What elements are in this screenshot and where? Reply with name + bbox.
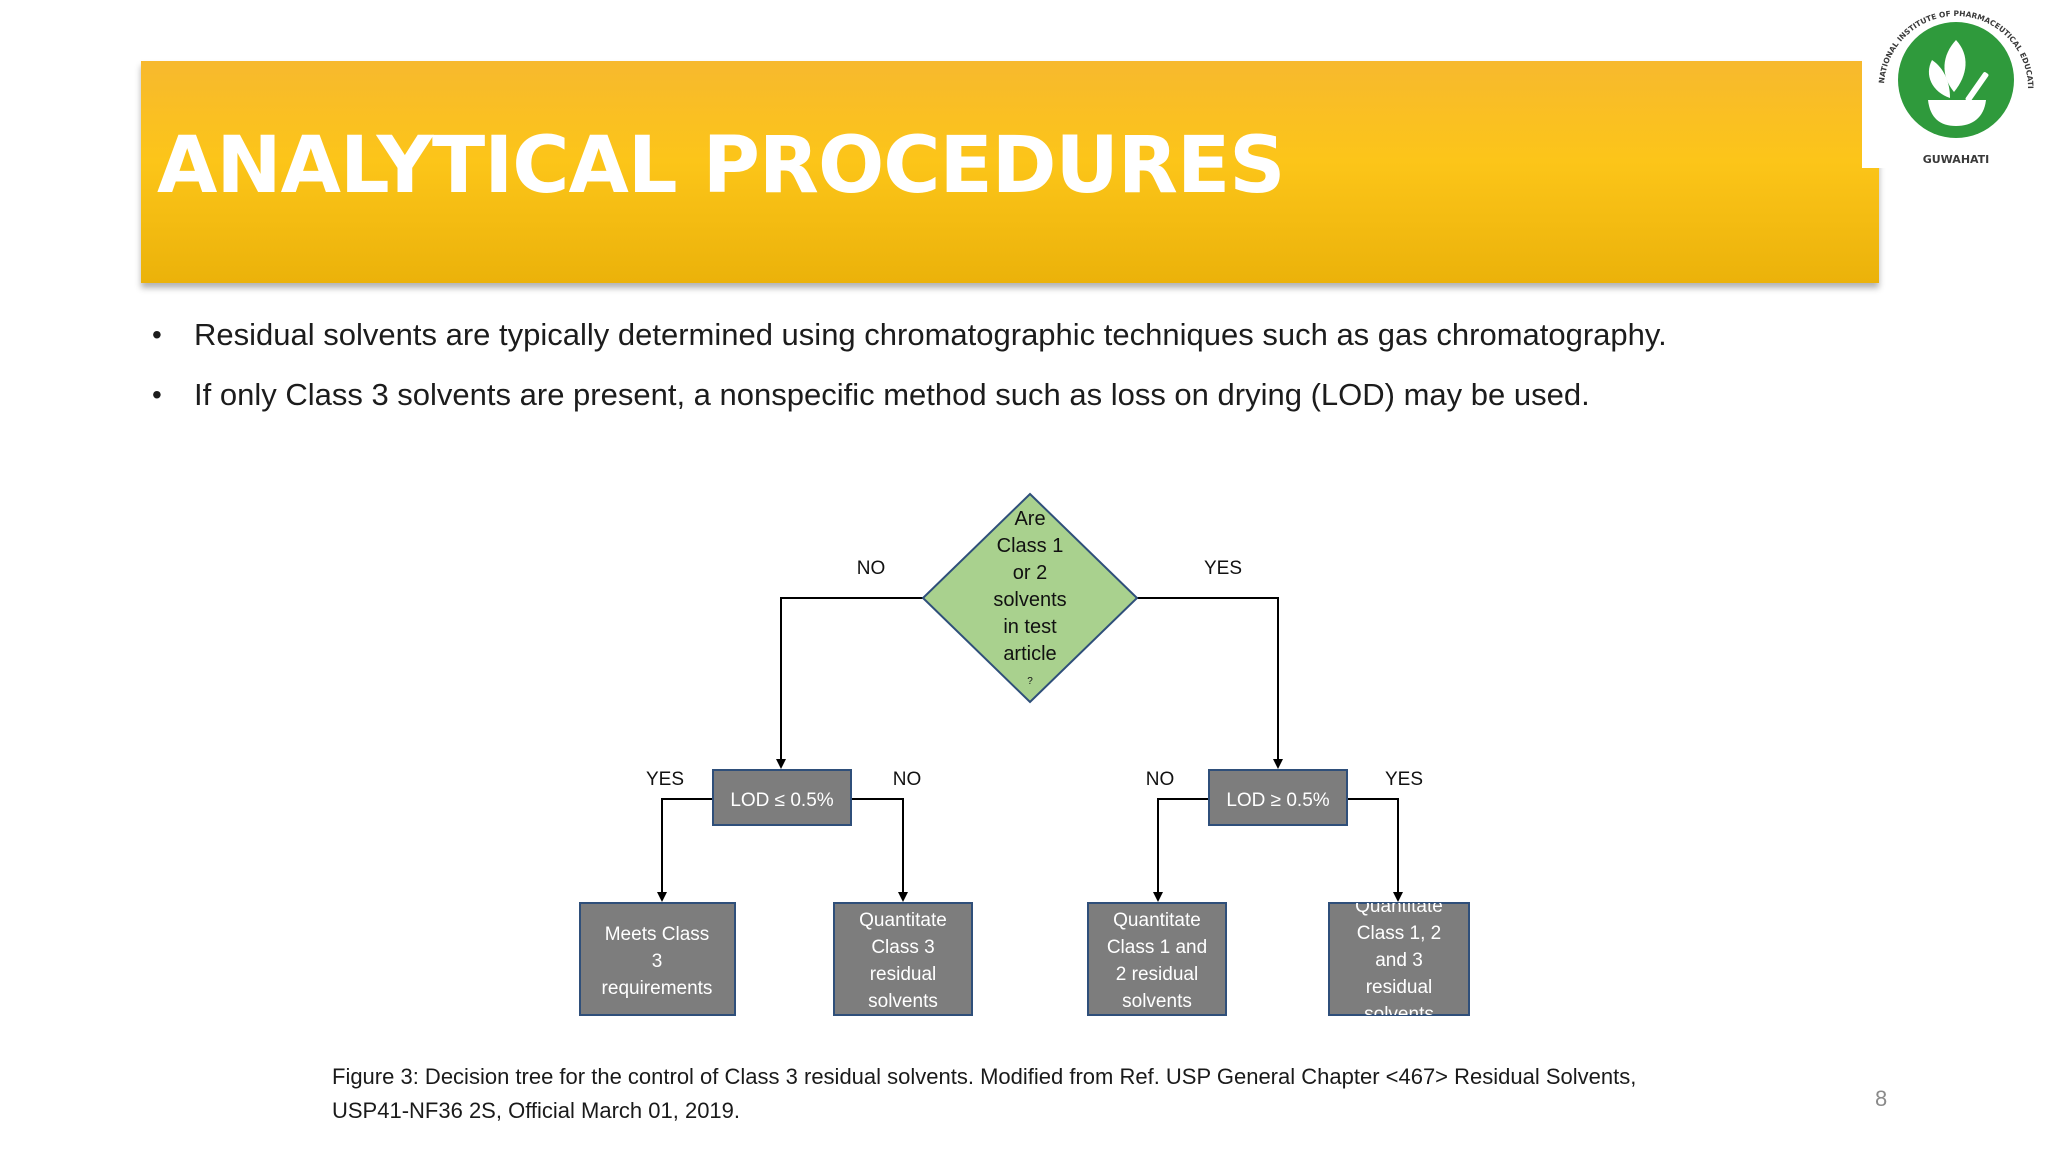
decision-line: article — [1003, 643, 1056, 665]
decision-line: in test — [1003, 616, 1057, 638]
connector-lod-right-no — [1153, 798, 1209, 902]
outcome-meets-class3: Meets Class 3 requirements — [579, 902, 736, 1016]
connector-yes-branch — [1136, 597, 1283, 769]
decision-line: Class 1 — [997, 535, 1064, 557]
outcome-line: solvents — [1122, 991, 1192, 1012]
lod-right-box — [1208, 769, 1348, 826]
outcome-box — [1087, 902, 1227, 1016]
outcome-line: solvents — [1364, 1004, 1434, 1025]
page-number: 8 — [1875, 1086, 1888, 1111]
outcome-line: requirements — [602, 978, 713, 999]
lod-right-node: LOD ≥ 0.5% — [1208, 769, 1348, 826]
outcome-line: 3 — [652, 951, 663, 972]
caption-line: USP41-NF36 2S, Official March 01, 2019. — [332, 1098, 741, 1123]
outcome-line: residual — [870, 964, 937, 985]
lod-left-yes-label: YES — [646, 769, 684, 790]
title-banner: ANALYTICAL PROCEDURES — [141, 61, 1879, 283]
decision-line: solvents — [993, 589, 1066, 611]
outcome-quantitate-class1-2: Quantitate Class 1 and 2 residual solven… — [1087, 902, 1227, 1016]
branch-label-no: NO — [857, 558, 886, 579]
outcome-line: Quantitate — [859, 910, 947, 931]
outcome-line: Quantitate — [1355, 896, 1443, 917]
outcome-quantitate-class1-2-3: Quantitate Class 1, 2 and 3 residual sol… — [1328, 896, 1470, 1025]
outcome-line: Class 1 and — [1107, 937, 1207, 958]
outcome-box — [1328, 902, 1470, 1016]
figure-caption: Figure 3: Decision tree for the control … — [332, 1060, 1782, 1128]
outcome-line: 2 residual — [1116, 964, 1198, 985]
lod-left-no-label: NO — [893, 769, 922, 790]
decision-node: Are Class 1 or 2 solvents in test articl… — [921, 492, 1139, 704]
decision-line: Are — [1014, 508, 1045, 530]
lod-right-yes-label: YES — [1385, 769, 1423, 790]
outcome-line: residual — [1366, 977, 1433, 998]
lod-right-no-label: NO — [1146, 769, 1175, 790]
decision-question-mark: ? — [1027, 676, 1033, 687]
lod-left-node: LOD ≤ 0.5% — [712, 769, 852, 826]
institute-logo: NATIONAL INSTITUTE OF PHARMACEUTICAL EDU… — [1859, 0, 2048, 168]
outcome-line: Quantitate — [1113, 910, 1201, 931]
outcome-line: Class 1, 2 — [1357, 923, 1441, 944]
bullet-list: Residual solvents are typically determin… — [152, 305, 1972, 425]
connector-lines — [657, 597, 1403, 902]
lod-left-label: LOD ≤ 0.5% — [730, 790, 833, 811]
logo-city-text: GUWAHATI — [1923, 153, 1990, 166]
decision-line: or 2 — [1013, 562, 1047, 584]
decision-diamond — [921, 492, 1139, 704]
outcome-box — [579, 902, 736, 1016]
outcome-quantitate-class3: Quantitate Class 3 residual solvents — [833, 902, 973, 1016]
branch-label-yes: YES — [1204, 558, 1242, 579]
logo-emblem-icon: NATIONAL INSTITUTE OF PHARMACEUTICAL EDU… — [1859, 0, 2035, 166]
caption-line: Figure 3: Decision tree for the control … — [332, 1064, 1637, 1089]
connector-lod-right-yes — [1347, 798, 1403, 902]
outcome-line: and 3 — [1375, 950, 1423, 971]
outcome-line: Class 3 — [871, 937, 934, 958]
lod-right-label: LOD ≥ 0.5% — [1226, 790, 1329, 811]
connector-lod-left-yes — [657, 798, 713, 902]
slide-title: ANALYTICAL PROCEDURES — [157, 121, 1285, 211]
bullet-item: Residual solvents are typically determin… — [152, 305, 1972, 365]
connector-lod-left-no — [851, 798, 908, 902]
connector-no-branch — [776, 597, 923, 769]
outcome-line: solvents — [868, 991, 938, 1012]
lod-left-box — [712, 769, 852, 826]
outcome-box — [833, 902, 973, 1016]
bullet-item: If only Class 3 solvents are present, a … — [152, 365, 1972, 425]
outcome-line: Meets Class — [605, 924, 710, 945]
